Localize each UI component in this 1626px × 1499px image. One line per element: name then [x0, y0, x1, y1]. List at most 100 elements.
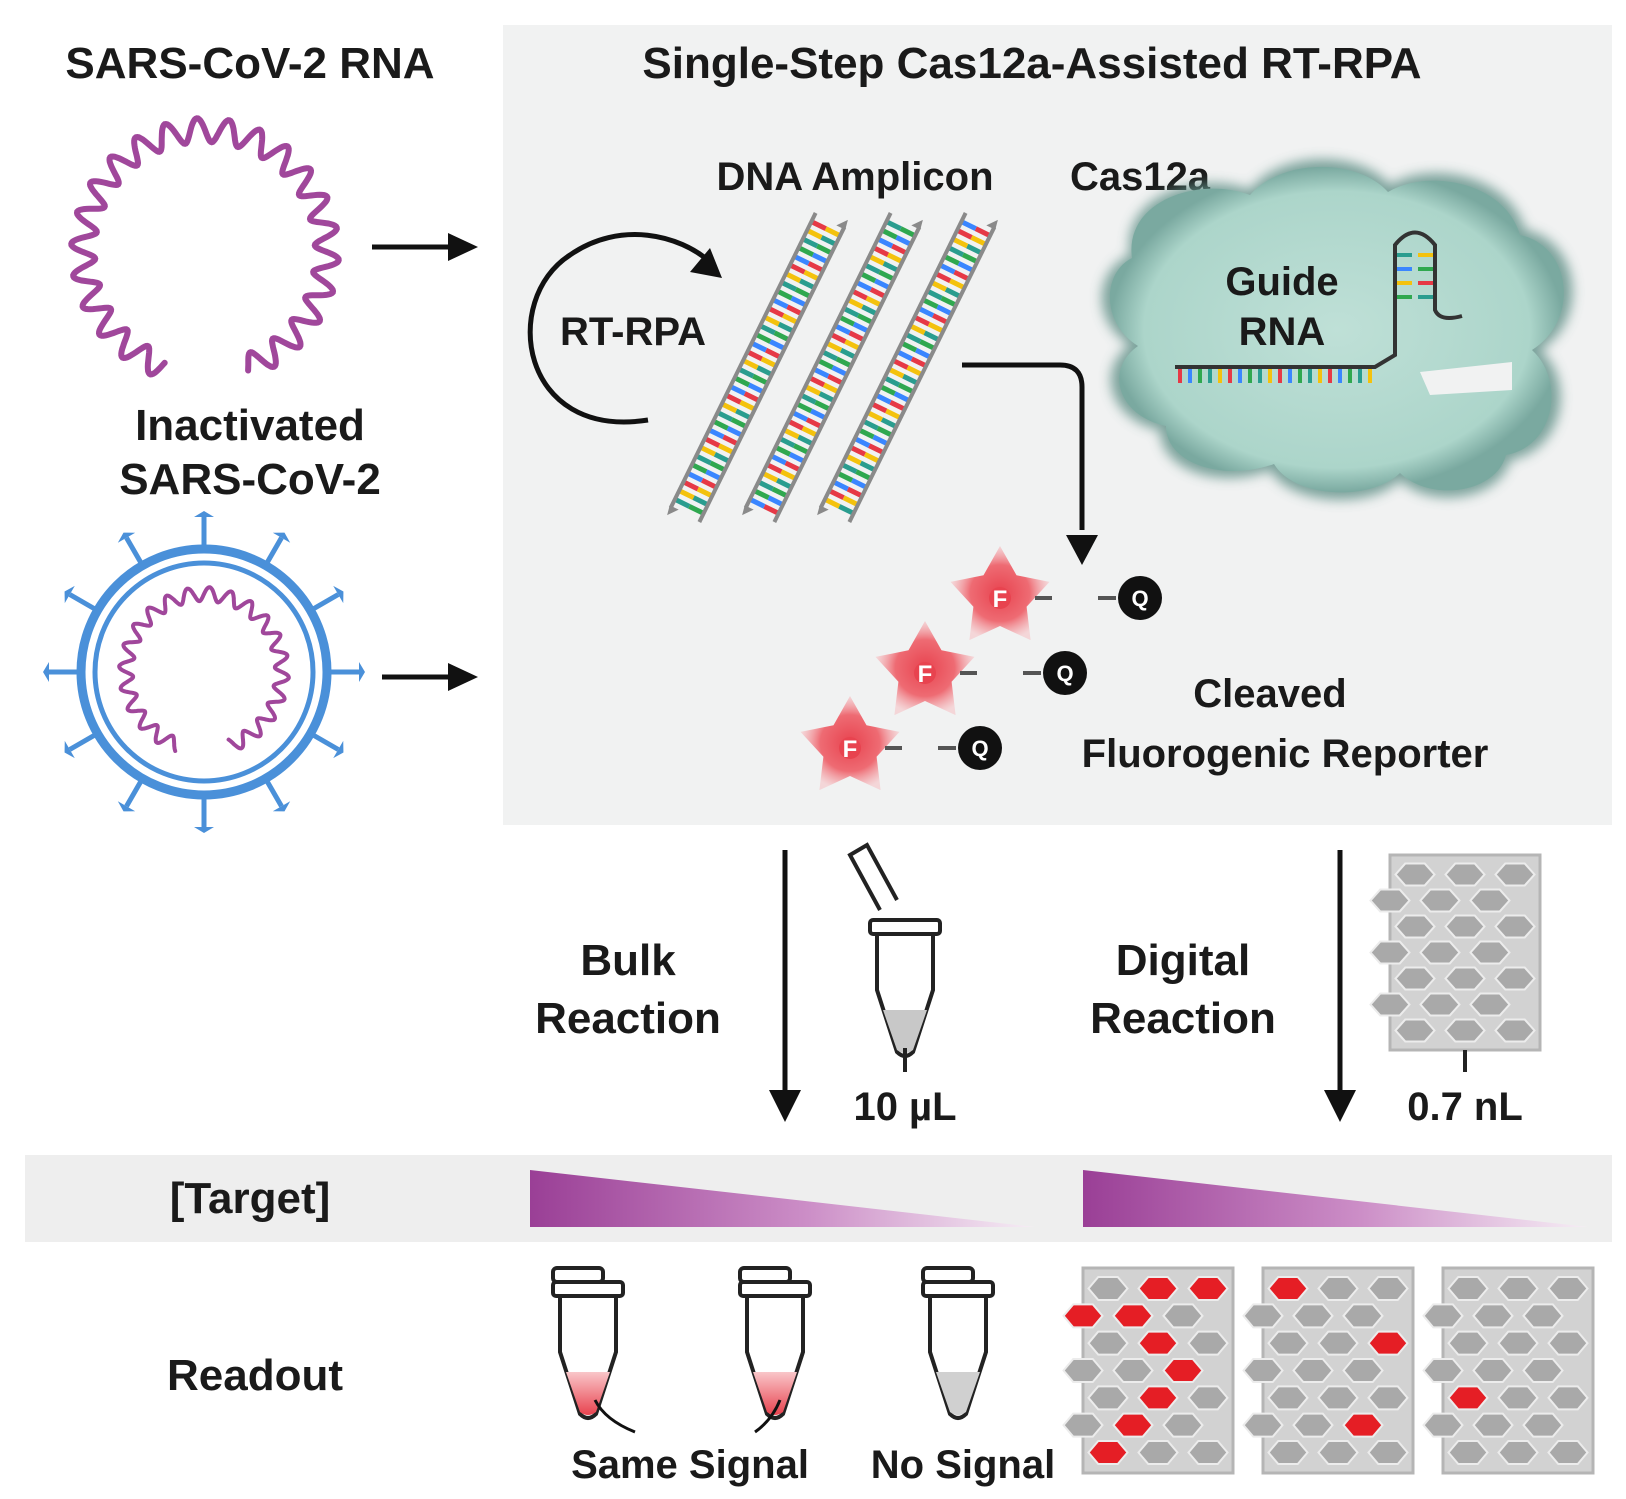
- base-pair: [816, 243, 833, 256]
- fluorogenic-reporter-label: Fluorogenic Reporter: [1082, 732, 1489, 776]
- empty-well: [1447, 1439, 1489, 1466]
- positive-well: [1087, 1439, 1129, 1466]
- base-pair: [767, 495, 784, 507]
- base-pair: [974, 226, 992, 238]
- bulk-arrow-head: [769, 1090, 801, 1122]
- base-pair: [784, 460, 802, 473]
- base-pair: [842, 495, 859, 507]
- rt-rpa-label: RT-RPA: [560, 310, 706, 354]
- base-pair: [886, 252, 904, 265]
- no-signal-label: No Signal: [871, 1443, 1055, 1487]
- base-pair: [730, 417, 748, 429]
- empty-well: [1494, 914, 1536, 939]
- dna-backbone: [743, 212, 893, 509]
- empty-well: [1242, 1412, 1284, 1438]
- base-pair: [868, 443, 885, 455]
- strand-end-arrow: [742, 505, 754, 516]
- spike: [264, 536, 284, 565]
- base-pair: [855, 280, 872, 292]
- virion-rna: [117, 585, 291, 753]
- empty-well: [1444, 1018, 1486, 1043]
- base-pair: [904, 332, 922, 344]
- positive-well: [1162, 1357, 1204, 1384]
- empty-well: [1367, 1385, 1409, 1411]
- chip-body: [1081, 1266, 1235, 1475]
- base-pair: [746, 349, 763, 362]
- rt-rpa-cycle-arrow-head: [690, 248, 722, 278]
- guide-rna: [1175, 230, 1463, 383]
- positive-well: [1112, 1412, 1154, 1438]
- empty-well: [1267, 1330, 1309, 1356]
- base-pair: [838, 314, 855, 327]
- base-pair: [914, 347, 932, 360]
- base-pair: [824, 226, 842, 238]
- base-pair: [805, 417, 823, 429]
- assay-title: Single-Step Cas12a-Assisted RT-RPA: [642, 39, 1421, 88]
- empty-well: [1137, 1439, 1179, 1466]
- positive-well: [1342, 1412, 1384, 1438]
- base-pair: [891, 243, 908, 256]
- base-pair: [848, 330, 866, 343]
- base-pair: [900, 340, 918, 353]
- empty-well: [1522, 1303, 1564, 1329]
- base-pair: [842, 306, 860, 318]
- viral-rna-ring: [68, 115, 342, 378]
- empty-well: [1317, 1275, 1359, 1302]
- base-pair: [930, 280, 947, 292]
- base-pair: [817, 358, 834, 370]
- base-pair: [713, 452, 731, 464]
- base-pair: [853, 436, 871, 448]
- base-pair: [753, 488, 770, 500]
- bulk-tube: [847, 842, 942, 1058]
- spike: [264, 779, 284, 808]
- tube-liquid: [936, 1372, 980, 1415]
- base-pair: [750, 340, 768, 353]
- dna-backbone: [847, 226, 997, 523]
- base-pair: [795, 401, 813, 414]
- dna-amplicon-label: DNA Amplicon: [716, 155, 993, 199]
- base-pair: [862, 418, 879, 431]
- empty-well: [1367, 1439, 1409, 1466]
- base-pair: [803, 269, 820, 282]
- base-pair: [742, 358, 759, 370]
- base-pair: [921, 297, 939, 310]
- spike: [68, 732, 97, 752]
- base-pair: [716, 410, 734, 422]
- guide-rna-label-line1: Guide: [1225, 260, 1338, 304]
- empty-well: [1369, 940, 1411, 965]
- empty-well: [1469, 888, 1511, 913]
- empty-well: [1369, 992, 1411, 1017]
- empty-well: [1522, 1357, 1564, 1384]
- digital-label-line2: Reaction: [1090, 994, 1276, 1043]
- empty-well: [1062, 1412, 1104, 1438]
- base-pair: [756, 365, 773, 377]
- empty-well: [1497, 1275, 1539, 1302]
- fluorophore-letter: F: [843, 736, 858, 763]
- empty-well: [1419, 940, 1461, 965]
- digital-volume-label: 0.7 nL: [1407, 1085, 1523, 1129]
- base-pair: [878, 269, 895, 282]
- fluorophore-letter: F: [918, 661, 933, 688]
- empty-well: [1342, 1303, 1384, 1329]
- base-pair: [859, 271, 877, 283]
- spike: [68, 592, 97, 612]
- base-pair: [869, 287, 887, 299]
- empty-well: [1469, 992, 1511, 1017]
- base-pair: [926, 288, 943, 301]
- base-pair: [735, 408, 752, 421]
- virion-to-panel-arrow-head: [448, 663, 478, 691]
- signal-pointer: [754, 1399, 782, 1434]
- base-pair: [943, 254, 960, 266]
- digital-label-line1: Digital: [1116, 936, 1250, 985]
- base-pair: [757, 479, 774, 492]
- positive-well: [1447, 1385, 1489, 1411]
- base-pair: [827, 373, 844, 386]
- base-pair: [876, 425, 894, 438]
- base-pair: [872, 434, 889, 447]
- digital-arrow-head: [1324, 1090, 1356, 1122]
- base-pair: [961, 252, 979, 265]
- tube-lid: [847, 842, 899, 911]
- empty-well: [1112, 1357, 1154, 1384]
